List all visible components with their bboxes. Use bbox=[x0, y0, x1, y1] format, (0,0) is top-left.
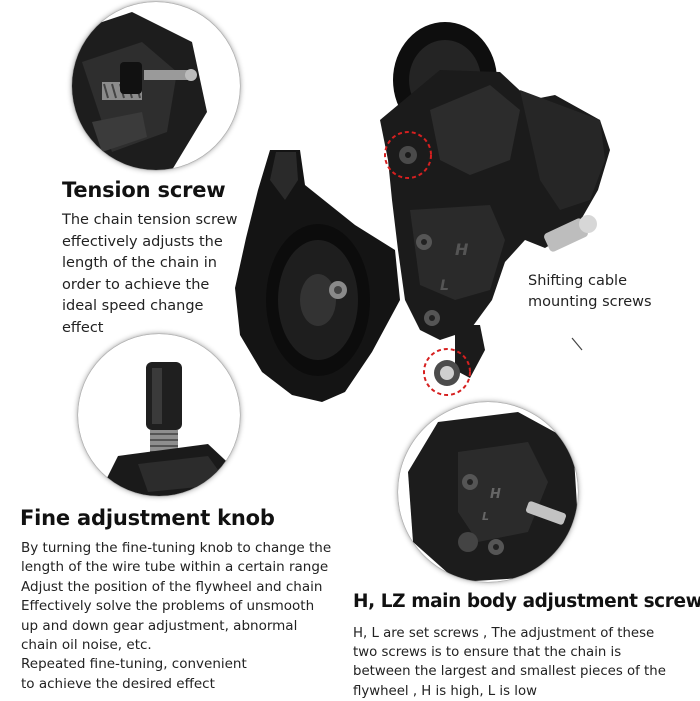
fine-adjustment-barrel bbox=[434, 325, 485, 386]
low-mark: L bbox=[440, 278, 449, 294]
hl-screws-closeup-image: H L bbox=[408, 412, 578, 582]
fine-line: chain oil noise, etc. bbox=[21, 637, 152, 654]
tension-line: effectively adjusts the bbox=[62, 233, 223, 250]
tension-line: order to achieve the bbox=[62, 276, 210, 293]
hl-screws-closeup: H L bbox=[398, 402, 578, 582]
fine-knob-title: Fine adjustment knob bbox=[20, 506, 275, 530]
closeup-high-mark: H bbox=[490, 487, 501, 502]
hl-screw-title: H, LZ main body adjustment screw bbox=[353, 591, 700, 612]
tension-screw-highlight bbox=[384, 131, 432, 179]
fine-line: Repeated fine-tuning, convenient bbox=[21, 656, 247, 673]
shifting-cable-label: Shifting cable mounting screws bbox=[528, 271, 652, 313]
fine-knob-closeup bbox=[78, 334, 240, 496]
fine-knob-description: By turning the fine-tuning knob to chang… bbox=[21, 539, 331, 694]
shifting-line: mounting screws bbox=[528, 294, 652, 310]
tension-screw-title: Tension screw bbox=[62, 178, 226, 202]
shifting-line: Shifting cable bbox=[528, 273, 628, 289]
tension-line: The chain tension screw bbox=[62, 212, 238, 228]
fine-line: up and down gear adjustment, abnormal bbox=[21, 617, 298, 634]
tension-line: ideal speed change bbox=[62, 298, 204, 314]
high-mark: H bbox=[455, 240, 469, 259]
derailleur-cage bbox=[235, 150, 400, 402]
tension-line: effect bbox=[62, 319, 104, 336]
fine-knob-closeup-image bbox=[98, 362, 240, 496]
fine-line: length of the wire tube within a certain… bbox=[21, 559, 329, 576]
tension-line: length of the chain in bbox=[62, 255, 217, 271]
hl-line: two screws is to ensure that the chain i… bbox=[353, 645, 622, 661]
derailleur-upper-body: H L bbox=[380, 22, 610, 340]
hl-screw-description: H, L are set screws , The adjustment of … bbox=[353, 624, 666, 701]
hl-line: flywheel , H is high, L is low bbox=[353, 683, 537, 699]
hl-line: between the largest and smallest pieces … bbox=[353, 664, 666, 680]
hl-line: H, L are set screws , The adjustment of … bbox=[353, 626, 655, 641]
tension-screw-closeup-image bbox=[72, 12, 207, 170]
fine-line: Effectively solve the problems of unsmoo… bbox=[21, 598, 315, 615]
fine-line: Adjust the position of the flywheel and … bbox=[21, 578, 323, 595]
fine-knob-highlight bbox=[423, 348, 471, 396]
closeup-low-mark: L bbox=[482, 510, 489, 523]
fine-line: to achieve the desired effect bbox=[21, 675, 215, 692]
tension-screw-closeup bbox=[72, 2, 240, 170]
fine-line: By turning the fine-tuning knob to chang… bbox=[21, 540, 332, 556]
tension-screw-description: The chain tension screw effectively adju… bbox=[62, 210, 237, 339]
